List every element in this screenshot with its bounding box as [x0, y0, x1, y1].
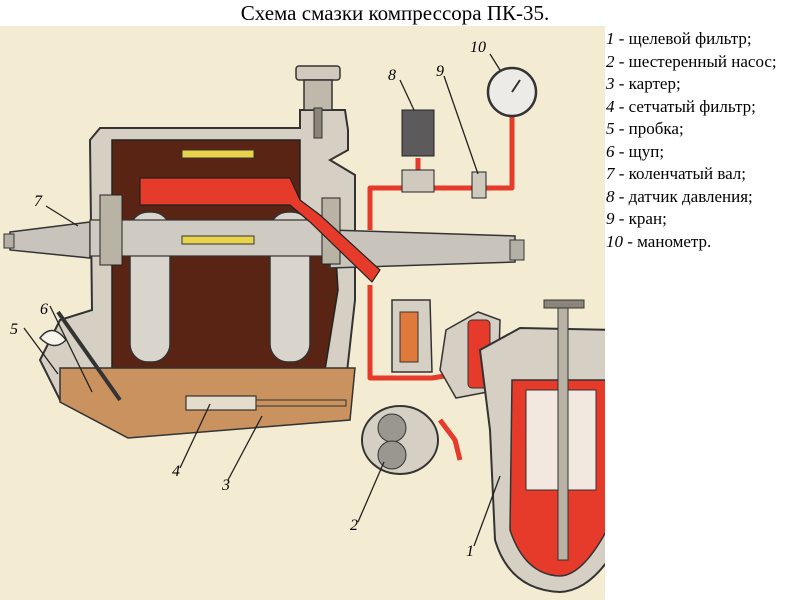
- callout-9: 9: [436, 63, 444, 80]
- callout-2: 2: [350, 517, 358, 534]
- upper-oil-channel: [139, 177, 381, 283]
- gear-pump: [361, 405, 439, 475]
- slot-filter: [478, 299, 605, 594]
- legend-item-1: 1 - щелевой фильтр;: [606, 29, 752, 48]
- legend-item-6: 6 - щуп;: [606, 141, 665, 161]
- callout-6: 6: [40, 301, 48, 318]
- pressure-gauge: [486, 66, 538, 118]
- mesh-filter: [185, 395, 257, 411]
- legend-item-5: 5 - пробка;: [606, 119, 684, 138]
- legend-item-2: 2 - шестеренный насос;: [606, 51, 777, 71]
- legend-item-7: 7 - коленчатый вал;: [606, 164, 747, 183]
- legend-item-4: 4 - сетчатый фильтр;: [606, 96, 756, 116]
- legend-item-10: 10 - манометр.: [606, 231, 712, 251]
- legend-item-8: 8 - датчик давления;: [606, 186, 753, 206]
- legend-item-9: 9 - кран;: [606, 209, 667, 228]
- callout-4: 4: [172, 463, 180, 480]
- diagram-title: Схема смазки компрессора ПК-35.: [240, 1, 550, 25]
- callout-10: 10: [470, 39, 486, 56]
- crankshaft: [3, 194, 525, 363]
- callout-8: 8: [388, 67, 396, 84]
- valve: [471, 171, 487, 199]
- dipstick: [56, 310, 122, 402]
- pressure-sensor: [401, 109, 435, 157]
- legend: 1 - щелевой фильтр; 2 - шестеренный насо…: [606, 28, 790, 253]
- lubrication-diagram: 1 2 3 4 5 6 7 8 9 10: [0, 26, 605, 600]
- callout-7: 7: [34, 193, 43, 210]
- breather-cap: [295, 65, 341, 81]
- callout-1: 1: [466, 543, 474, 560]
- callout-3: 3: [221, 477, 230, 494]
- legend-item-3: 3 - картер;: [606, 74, 681, 93]
- leader-lines: [23, 53, 501, 547]
- callout-5: 5: [10, 321, 18, 338]
